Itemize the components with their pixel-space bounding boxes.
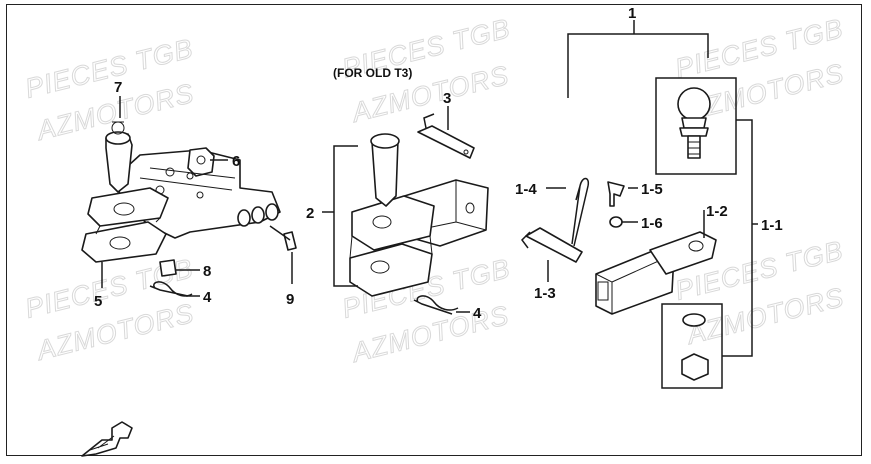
callout-8: 8 [203,263,211,280]
hitch-bracket-assembly [81,96,297,297]
callout-1-3: 1-3 [534,285,556,302]
direction-arrow-icon [81,421,133,457]
callout-3: 3 [443,90,451,107]
clevis-pin [371,139,399,207]
r-clip-middle [413,295,459,315]
callout-5: 5 [94,293,102,310]
old-t3-hitch-assembly [322,106,489,315]
bracket-mount-tab [187,147,215,177]
callout-1-2: 1-2 [706,203,728,220]
callout-7: 7 [114,79,122,96]
callout-6: 6 [232,153,240,170]
wing-bolt [607,181,625,207]
small-nut [609,216,623,228]
ball-mount-plate [649,231,717,275]
receiver-pin [525,227,583,263]
hex-nut [681,353,709,381]
lock-washer [682,313,706,327]
hairpin-clip [571,177,590,247]
diagram-note: (FOR OLD T3) [333,66,412,80]
callout-4-left: 4 [203,289,212,306]
ball-hitch-assembly [521,20,758,389]
callout-1: 1 [628,5,636,22]
bolt-8 [159,259,177,277]
bolt-9 [283,231,297,251]
lock-pin [417,125,475,159]
callout-1-6: 1-6 [641,215,663,232]
callout-9: 9 [286,291,294,308]
callout-1-4: 1-4 [515,181,537,198]
callout-4-middle: 4 [473,305,482,322]
lower-jaw-plate [81,221,167,263]
clevis-upper [351,195,435,251]
callout-2: 2 [306,205,314,222]
tow-ball [677,87,711,121]
callout-1-5: 1-5 [641,181,663,198]
callout-1-1: 1-1 [761,217,783,234]
clevis-lower [349,243,433,297]
r-clip-left [149,281,193,297]
